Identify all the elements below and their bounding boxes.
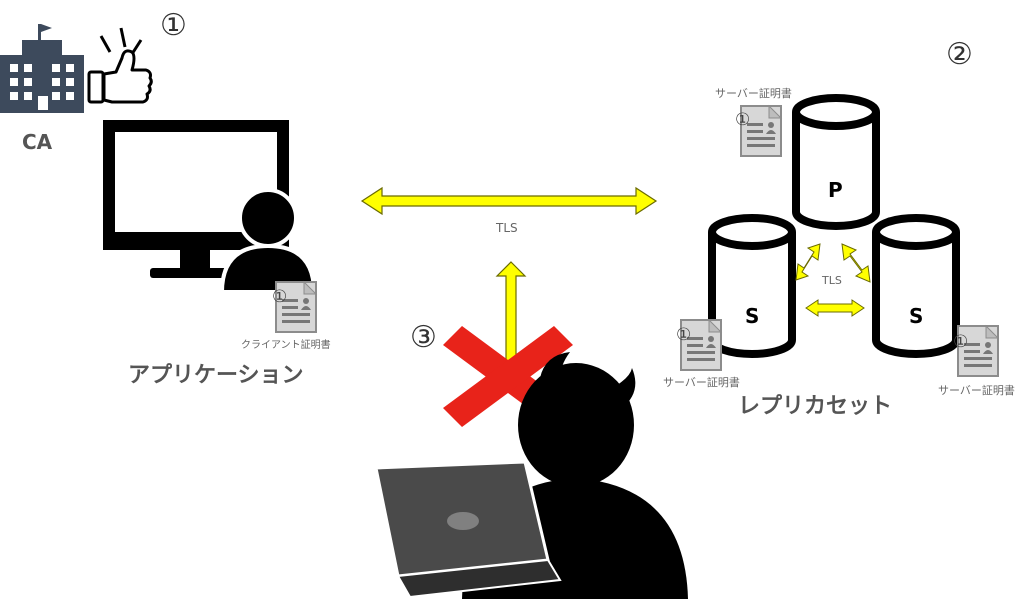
db-secondary-right-icon: [872, 214, 960, 358]
ca-building-icon: [0, 24, 84, 113]
db-primary-label: P: [828, 178, 843, 202]
replica-tls-arrows: [795, 243, 871, 317]
ca-label: CA: [22, 130, 53, 154]
db-secondary-left-label: S: [745, 304, 760, 328]
step-one-marker: ①: [160, 8, 187, 43]
server-certificate-label-left: サーバー証明書: [663, 376, 740, 389]
tls-double-arrow: [360, 186, 658, 216]
thumbs-up-icon: [87, 27, 153, 104]
db-secondary-left-icon: [708, 214, 796, 358]
client-certificate-badge: ①: [272, 287, 288, 307]
step-three-marker: ③: [410, 320, 437, 355]
application-label: アプリケーション: [128, 363, 304, 388]
attack-arrow: [495, 261, 527, 363]
laptop-icon: [374, 460, 562, 599]
user-icon: [219, 188, 317, 294]
client-certificate-label: クライアント証明書: [241, 340, 331, 351]
tls-label: TLS: [496, 221, 518, 235]
server-certificate-label-right: サーバー証明書: [938, 384, 1015, 397]
server-certificate-badge-right: ①: [953, 332, 969, 352]
replica-tls-label: TLS: [822, 274, 842, 287]
db-secondary-right-label: S: [909, 304, 924, 328]
server-certificate-badge-left: ①: [676, 325, 692, 345]
server-certificate-badge-primary: ①: [735, 110, 751, 130]
replica-set-label: レプリカセット: [738, 394, 893, 419]
server-certificate-label-primary: サーバー証明書: [715, 87, 792, 100]
db-primary-icon: [792, 94, 880, 230]
step-two-marker: ②: [946, 37, 973, 72]
